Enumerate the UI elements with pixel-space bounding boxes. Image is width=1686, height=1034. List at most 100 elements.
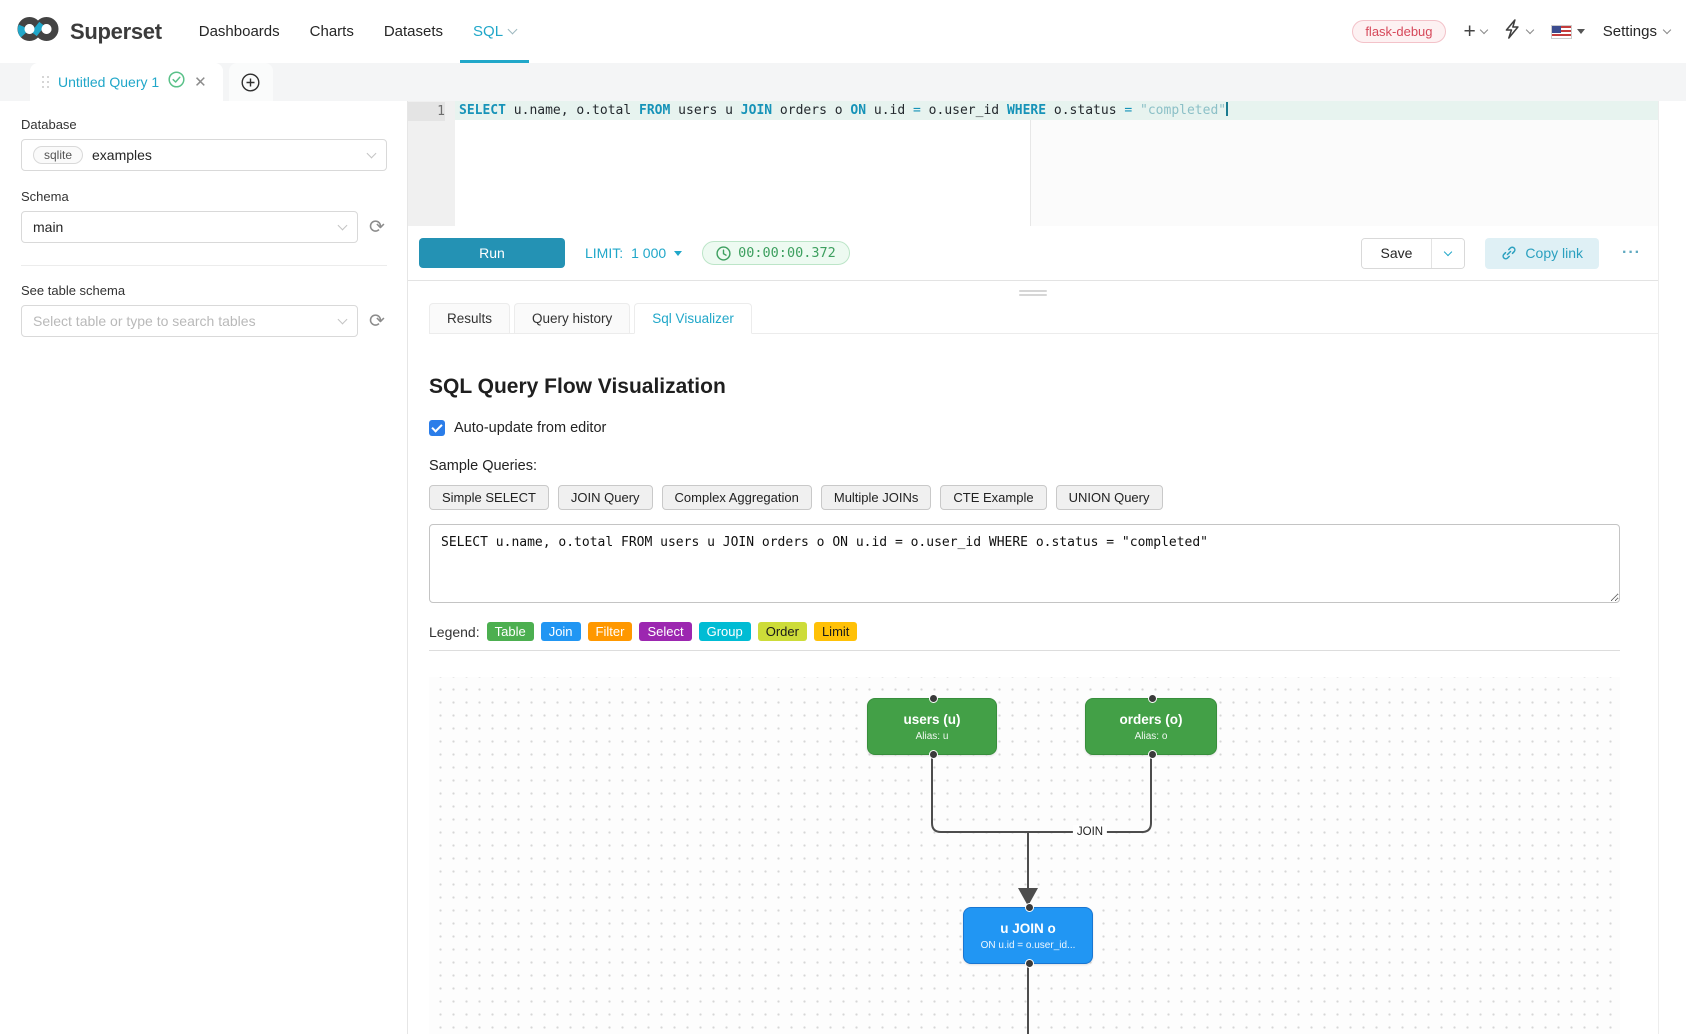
refresh-schemas-icon[interactable]: ⟳	[369, 216, 385, 238]
drag-handle-icon[interactable]	[42, 75, 49, 89]
legend-divider	[429, 650, 1620, 651]
schema-label: Schema	[21, 189, 69, 204]
navbar-right: flask-debug + Settings	[1352, 0, 1672, 63]
tab-query-history[interactable]: Query history	[514, 303, 631, 334]
more-actions-button[interactable]: ···	[1622, 244, 1641, 261]
chevron-down-icon	[337, 314, 348, 325]
schema-select[interactable]: main	[21, 211, 358, 243]
sql-token: o.user_id	[920, 103, 1007, 118]
database-label: Database	[21, 117, 77, 132]
chevron-down-icon	[507, 24, 518, 35]
timer-value: 00:00:00.372	[738, 245, 836, 261]
query-search-button[interactable]	[1505, 19, 1535, 44]
sample-query-button[interactable]: UNION Query	[1055, 485, 1163, 510]
schema-value: main	[33, 219, 64, 235]
node-subtitle: Alias: o	[1134, 730, 1168, 742]
line-number: 1	[408, 102, 445, 121]
flow-edges	[931, 755, 1152, 1034]
save-options-button[interactable]	[1431, 238, 1465, 268]
legend-badge-join: Join	[540, 622, 581, 641]
flow-node-users[interactable]: users (u) Alias: u	[867, 694, 997, 759]
sql-input-textarea[interactable]: SELECT u.name, o.total FROM users u JOIN…	[429, 524, 1620, 603]
query-tab-active[interactable]: Untitled Query 1 ✕	[30, 63, 223, 101]
nav-item-dashboards[interactable]: Dashboards	[184, 0, 295, 63]
refresh-tables-icon[interactable]: ⟳	[369, 310, 385, 332]
text-cursor	[1226, 102, 1229, 116]
tab-sql-visualizer[interactable]: Sql Visualizer	[634, 303, 752, 334]
sample-query-button[interactable]: CTE Example	[940, 485, 1047, 510]
node-title: users (u)	[903, 711, 961, 727]
table-schema-label: See table schema	[21, 283, 126, 298]
new-item-button[interactable]: +	[1463, 20, 1489, 43]
sql-token: u.id	[866, 103, 914, 118]
language-picker[interactable]	[1550, 24, 1585, 39]
visualizer-panel: SQL Query Flow Visualization Auto-update…	[408, 375, 1658, 1034]
sql-token	[1132, 103, 1140, 118]
settings-label: Settings	[1602, 23, 1657, 40]
checkbox-checked-icon[interactable]	[429, 420, 445, 436]
us-flag-icon	[1550, 24, 1572, 39]
node-title: u JOIN o	[1000, 920, 1056, 936]
sample-query-button[interactable]: JOIN Query	[557, 485, 653, 510]
sample-query-button[interactable]: Complex Aggregation	[661, 485, 812, 510]
nav-item-sql[interactable]: SQL	[458, 0, 531, 63]
superset-brand[interactable]: Superset	[16, 0, 162, 63]
sql-code-line[interactable]: SELECT u.name, o.total FROM users u JOIN…	[455, 101, 1658, 120]
node-subtitle: Alias: u	[915, 730, 949, 742]
auto-update-label: Auto-update from editor	[454, 420, 607, 436]
editor-gutter: 1	[408, 101, 455, 227]
db-engine-badge: sqlite	[33, 146, 84, 164]
legend-badge-limit: Limit	[813, 622, 858, 641]
tab-results[interactable]: Results	[429, 303, 511, 334]
nav-item-charts[interactable]: Charts	[295, 0, 369, 63]
sidebar-divider	[21, 265, 387, 266]
sql-token: u.name, o.total	[505, 103, 640, 118]
workspace: Database sqlite examples Schema main ⟳ S…	[0, 101, 1686, 1034]
nav-item-label: Dashboards	[198, 23, 280, 40]
sample-queries-label: Sample Queries:	[429, 458, 537, 474]
sql-token: users u	[670, 103, 741, 118]
lightning-icon	[1505, 19, 1522, 44]
auto-update-checkbox-row[interactable]: Auto-update from editor	[429, 420, 1620, 436]
nav-item-datasets[interactable]: Datasets	[369, 0, 458, 63]
editor-code-area[interactable]: SELECT u.name, o.total FROM users u JOIN…	[455, 101, 1658, 227]
save-button[interactable]: Save	[1361, 238, 1432, 268]
sample-query-button[interactable]: Simple SELECT	[429, 485, 549, 510]
sql-token: =	[913, 103, 921, 118]
sql-token: ON	[850, 103, 867, 118]
add-tab-button[interactable]	[228, 63, 273, 101]
database-select[interactable]: sqlite examples	[21, 139, 387, 171]
plus-icon: +	[1463, 20, 1476, 43]
legend-badge-order: Order	[757, 622, 807, 641]
flow-canvas[interactable]: JOIN users (u) Alias: u orders (o)Alias: o…	[429, 677, 1620, 1034]
chevron-down-icon	[1525, 25, 1535, 35]
chevron-down-icon	[1444, 247, 1453, 256]
legend-badge-select: Select	[639, 622, 692, 641]
limit-dropdown[interactable]: LIMIT: 1 000	[585, 245, 683, 261]
pane-resize-handle[interactable]	[1019, 288, 1047, 298]
chevron-down-icon	[1479, 25, 1489, 35]
chevron-down-icon	[337, 220, 348, 231]
copy-link-button[interactable]: Copy link	[1485, 237, 1600, 269]
visualizer-title: SQL Query Flow Visualization	[429, 375, 726, 398]
sql-token: orders o	[772, 103, 851, 118]
sample-query-button[interactable]: Multiple JOINs	[820, 485, 932, 510]
sample-query-buttons: Simple SELECT JOIN Query Complex Aggregati…	[429, 485, 1620, 510]
close-tab-icon[interactable]: ✕	[194, 73, 207, 91]
environment-badge: flask-debug	[1352, 20, 1446, 43]
sql-editor[interactable]: 1 SELECT u.name, o.total FROM users u JO…	[408, 101, 1658, 227]
limit-label: LIMIT:	[585, 245, 624, 261]
brand-title: Superset	[70, 18, 162, 44]
sql-token: =	[1124, 103, 1133, 118]
sql-token: "completed"	[1140, 103, 1227, 118]
join-edge-label: JOIN	[1072, 825, 1108, 839]
settings-menu[interactable]: Settings	[1602, 23, 1672, 40]
query-tab-bar: Untitled Query 1 ✕	[0, 63, 1686, 101]
flow-node-orders[interactable]: orders (o)Alias: o	[1085, 694, 1217, 759]
print-margin-line	[1030, 101, 1031, 227]
table-select[interactable]: Select table or type to search tables	[21, 305, 358, 337]
limit-value: 1 000	[631, 245, 667, 261]
editor-toolbar: Run LIMIT: 1 000 00:00:00.372 Save Copy …	[408, 226, 1658, 281]
run-button[interactable]: Run	[419, 238, 565, 268]
